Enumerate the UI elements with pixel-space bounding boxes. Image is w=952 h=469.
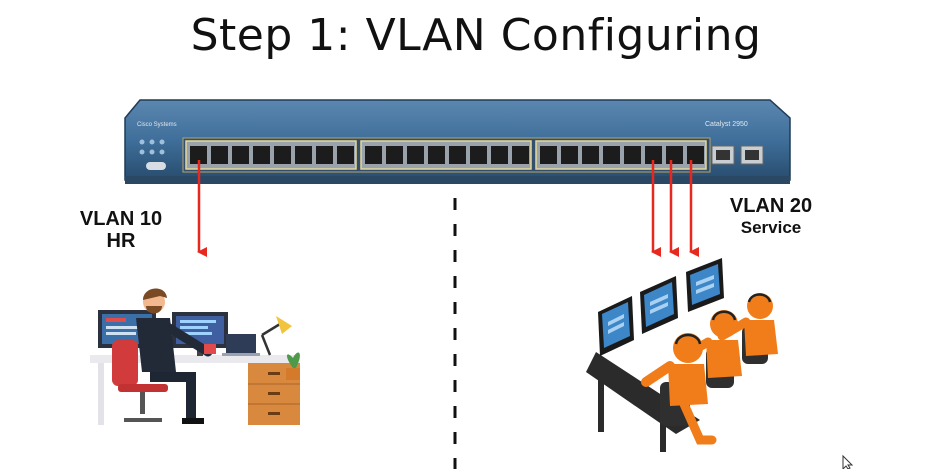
vlan20-name: Service (740, 218, 802, 237)
network-switch-icon (124, 99, 791, 184)
switch-model-text: Catalyst 2950 (705, 121, 748, 128)
mouse-cursor-icon (842, 454, 854, 469)
hr-worker-icon (90, 288, 300, 425)
vlan10-name: HR (106, 230, 136, 252)
page-title: Step 1: VLAN Configuring (190, 10, 762, 61)
vlan20-label: VLAN 20 Service (716, 195, 826, 239)
service-agents-icon (586, 258, 778, 452)
switch-brand-text: Cisco Systems (137, 122, 177, 128)
vlan10-id: VLAN 10 (79, 208, 163, 230)
vlan20-id: VLAN 20 (729, 195, 813, 217)
vlan10-label: VLAN 10 HR (66, 208, 176, 252)
